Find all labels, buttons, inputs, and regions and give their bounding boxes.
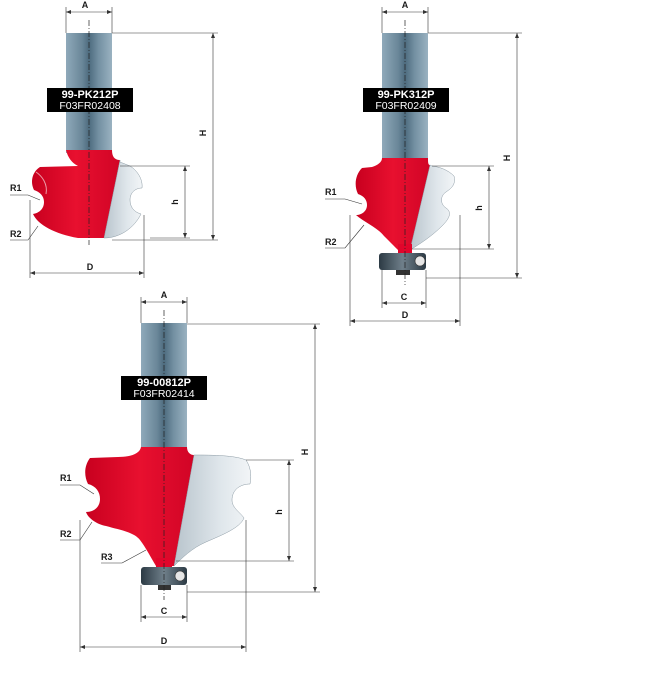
r1-label: R1	[325, 187, 337, 197]
product-code: 99-PK212P	[62, 89, 119, 101]
r1-label: R1	[10, 183, 22, 193]
dim-d-label: D	[87, 262, 94, 272]
dim-a-label: A	[82, 0, 89, 10]
cutter-body	[32, 150, 120, 238]
dim-h-label: h	[170, 199, 180, 205]
radius-r1: R1	[60, 473, 95, 495]
cutter-body	[355, 158, 430, 250]
reference-code: F03FR02414	[133, 388, 194, 400]
dim-h-total-label: H	[198, 130, 208, 137]
reference-code: F03FR02409	[375, 100, 436, 112]
dimension-a: A	[140, 290, 188, 323]
radius-r2: R2	[325, 224, 365, 249]
dimension-a: A	[65, 0, 113, 33]
r1-label: R1	[60, 473, 72, 483]
dimension-h: h	[412, 165, 494, 250]
r2-label: R2	[10, 229, 22, 239]
label-box: 99-PK312P F03FR02409	[363, 88, 449, 112]
dimension-c: C	[381, 270, 427, 308]
radius-r2: R2	[60, 521, 93, 541]
r2-label: R2	[325, 237, 337, 247]
dimension-h: h	[176, 459, 294, 562]
reference-code: F03FR02408	[59, 100, 120, 112]
dimension-d: D	[29, 200, 145, 278]
label-box: 99-PK212P F03FR02408	[47, 88, 133, 112]
tool-99-PK212P: A 99-PK212P F03FR02408 H	[10, 0, 218, 278]
tool-99-00812P: A 99-00812P F03FR02414 H	[60, 290, 320, 652]
dim-c-label: C	[161, 606, 168, 616]
dim-h-total-label: H	[300, 449, 310, 456]
bearing	[379, 244, 426, 275]
r2-label: R2	[60, 529, 72, 539]
dimension-h-total: H	[187, 323, 320, 593]
dim-d-label: D	[402, 310, 409, 320]
radius-r1: R1	[10, 183, 41, 201]
dimension-d: D	[79, 520, 247, 652]
radius-r3: R3	[101, 549, 147, 564]
dimension-h-total: H	[112, 32, 218, 241]
product-code: 99-PK312P	[378, 89, 435, 101]
dimension-c: C	[140, 585, 188, 622]
dimension-h-total: H	[426, 32, 522, 279]
dimension-d: D	[349, 215, 461, 326]
radius-r2: R2	[10, 225, 39, 241]
product-code: 99-00812P	[137, 377, 191, 389]
cutter-body	[85, 447, 194, 566]
dim-d-label: D	[161, 636, 168, 646]
dim-h-label: h	[274, 509, 284, 515]
dim-c-label: C	[401, 292, 408, 302]
dim-a-label: A	[161, 290, 168, 300]
r3-label: R3	[101, 552, 113, 562]
dim-a-label: A	[402, 0, 409, 10]
radius-r1: R1	[325, 187, 363, 205]
carbide-insert	[409, 164, 455, 251]
dimension-h: h	[120, 165, 190, 239]
dimension-a: A	[381, 0, 429, 33]
tool-99-PK312P: A 99-PK312P F03FR02409 H	[325, 0, 522, 326]
carbide-insert	[173, 454, 252, 567]
label-box: 99-00812P F03FR02414	[121, 376, 207, 400]
dim-h-label: h	[474, 205, 484, 211]
carbide-insert	[103, 159, 143, 239]
dim-h-total-label: H	[502, 155, 512, 162]
